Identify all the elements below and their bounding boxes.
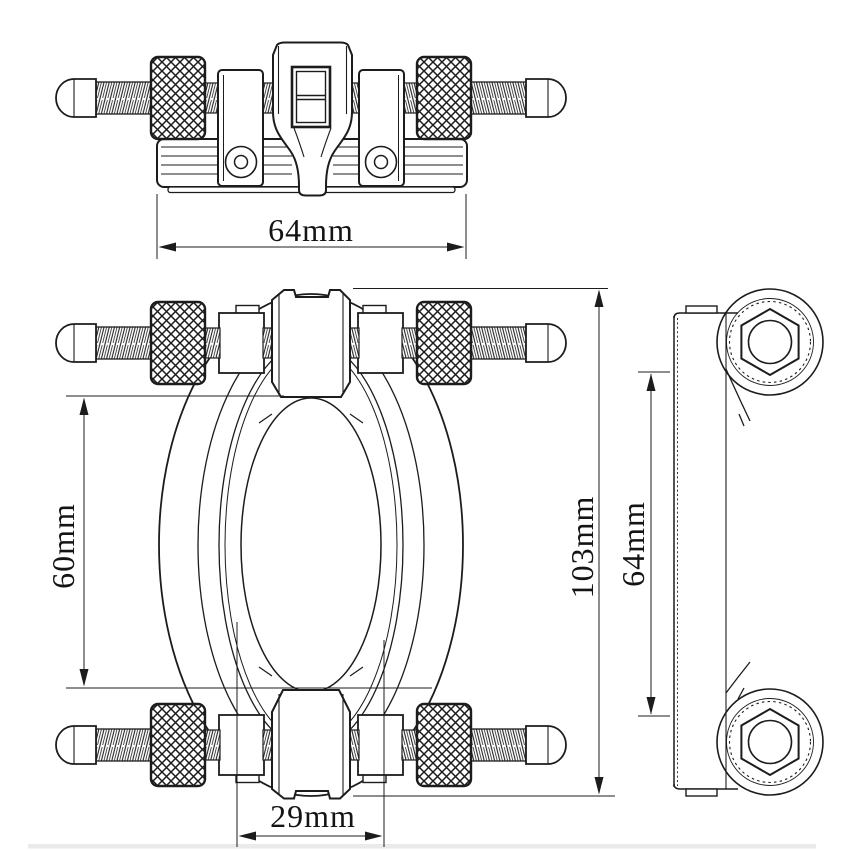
arrowhead [646,373,656,391]
dim-jaw-span: 29mm [236,622,385,847]
dim-label-top-width: 64mm [268,212,354,248]
arm-step-ticks [258,413,364,677]
base-plate-lamination-lines [161,146,463,175]
arrowhead [594,289,604,307]
arm-outer-contour [158,293,464,797]
dimensions: 64mm 60mm 103mm 29mm [45,194,670,847]
right-guide-block [358,69,405,187]
dim-top-width: 64mm [156,194,467,259]
front-bottom-left-nut [218,714,265,784]
square-drive-window [290,65,332,129]
dim-label-overall-height: 103mm [564,496,600,599]
top-roller [716,288,824,396]
left-guide-block [217,69,264,187]
front-bottom-right-nut [357,714,404,784]
arrowhead [447,242,465,252]
arrowhead [594,777,604,795]
jaw-opening-contour [240,397,382,693]
bottom-chamfer [725,661,751,700]
arrowhead [365,831,383,841]
top-view [54,41,568,197]
top-chamfer [725,368,751,427]
arrowhead [79,669,89,687]
arrowhead [158,242,176,252]
central-yoke [272,41,353,197]
front-top-left-nut [218,304,265,374]
bottom-tab [685,788,718,797]
arrowhead [238,831,256,841]
dim-label-opening-height: 60mm [45,503,81,589]
front-top-right-nut [357,304,404,374]
front-view [54,289,568,800]
scan-artifact-line [28,844,816,849]
arrowhead [79,397,89,415]
bottom-centre-block [271,689,351,800]
dim-side-length: 64mm [615,371,670,717]
dim-label-jaw-span: 29mm [270,798,356,834]
dim-opening-height: 60mm [45,395,432,689]
side-view [673,288,824,797]
top-centre-block [271,289,351,398]
top-tab [685,305,718,314]
arrowhead [646,697,656,715]
side-body [673,305,751,797]
bottom-roller [716,688,824,796]
dim-label-side-length: 64mm [615,501,651,587]
dim-overall-height: 103mm [353,288,615,797]
